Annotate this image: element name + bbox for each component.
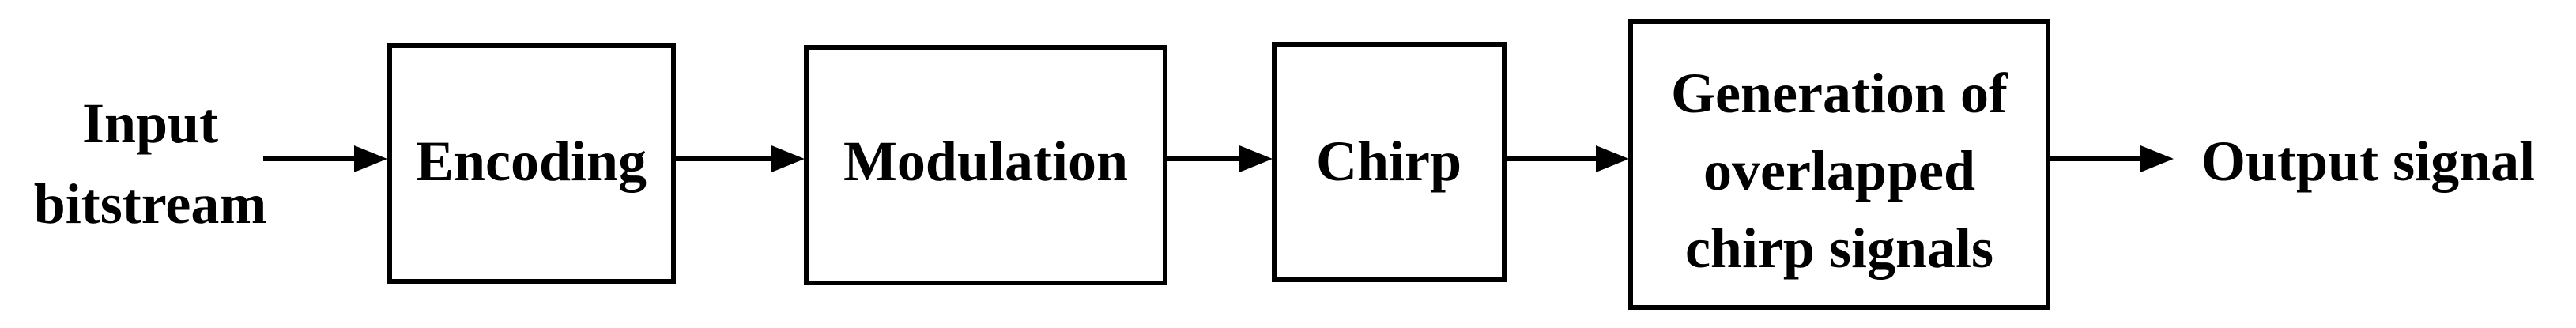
output-label: Output signal — [2201, 130, 2535, 193]
arrow-chirp-to-generation — [1507, 145, 1629, 172]
block-chirp-box — [1272, 42, 1507, 282]
input-label: Input bitstream — [34, 92, 267, 236]
block-chirp: Chirp — [1272, 42, 1507, 282]
arrow-input-to-encoding — [263, 145, 387, 172]
block-modulation: Modulation — [804, 45, 1167, 285]
block-generation-label-line-3: chirp signals — [1685, 217, 1993, 280]
arrow-encoding-to-modulation — [676, 145, 805, 172]
block-chirp-label: Chirp — [1316, 130, 1461, 193]
block-encoding-label: Encoding — [416, 130, 647, 193]
block-modulation-label: Modulation — [843, 130, 1128, 193]
block-generation-label-line-2: overlapped — [1703, 139, 1975, 202]
block-generation: Generation of overlapped chirp signals — [1628, 19, 2050, 310]
arrow-generation-to-output — [2050, 145, 2174, 172]
input-label-line-1: Input — [82, 92, 218, 155]
block-generation-label-line-1: Generation of — [1671, 62, 2008, 125]
block-generation-box — [1628, 19, 2050, 310]
block-encoding: Encoding — [387, 43, 676, 284]
block-modulation-box — [804, 45, 1167, 285]
input-label-line-2: bitstream — [34, 172, 267, 236]
output-label-text: Output signal — [2201, 130, 2535, 193]
arrow-modulation-to-chirp — [1167, 145, 1273, 172]
block-encoding-box — [387, 43, 676, 284]
